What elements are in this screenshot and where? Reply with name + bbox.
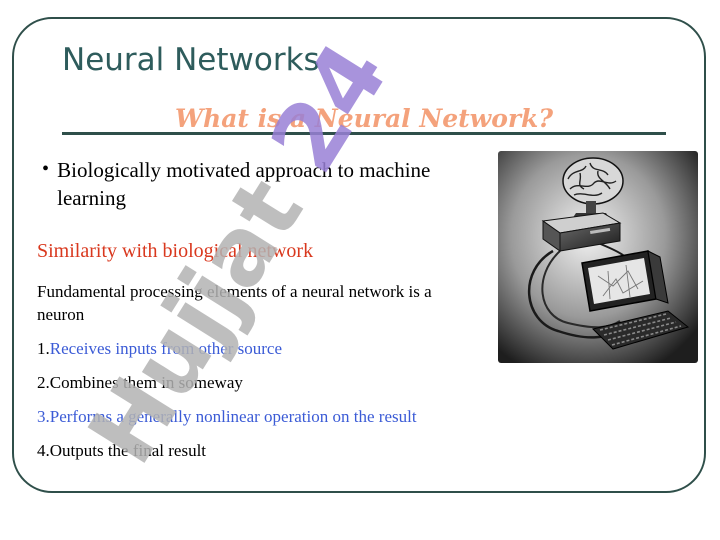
item-text: Outputs the final result: [49, 441, 207, 460]
list-item: 2.Combines them in someway: [37, 371, 477, 394]
slide-subtitle: What is a Neural Network?: [174, 104, 554, 133]
computer-unit-icon: [541, 212, 622, 252]
title-underline: [62, 132, 666, 135]
slide-frame: [12, 17, 706, 493]
item-number: 2.: [37, 373, 50, 392]
list-item: 3.Performs a generally nonlinear operati…: [37, 405, 477, 428]
item-text: Combines them in someway: [49, 373, 243, 392]
bullet-text: Biologically motivated approach to machi…: [57, 158, 447, 210]
intro-text: Fundamental processing elements of a neu…: [37, 282, 432, 324]
section-heading: Similarity with biological network: [37, 240, 314, 262]
keyboard-icon: [592, 310, 690, 350]
bullet-item: • Biologically motivated approach to mac…: [42, 156, 442, 212]
list-item: 4.Outputs the final result: [37, 439, 477, 462]
list-item: 1.Receives inputs from other source: [37, 337, 477, 360]
item-text: Performs a generally nonlinear operation…: [49, 407, 417, 426]
item-number: 1.: [37, 339, 50, 358]
neuron-description: Fundamental processing elements of a neu…: [37, 280, 477, 473]
item-number: 3.: [37, 407, 50, 426]
bullet-dot-icon: •: [42, 158, 50, 180]
slide-title: Neural Networks: [62, 42, 320, 78]
item-text: Receives inputs from other source: [49, 339, 283, 358]
item-number: 4.: [37, 441, 50, 460]
monitor-icon: [581, 250, 669, 312]
brain-computer-illustration: [498, 151, 698, 363]
